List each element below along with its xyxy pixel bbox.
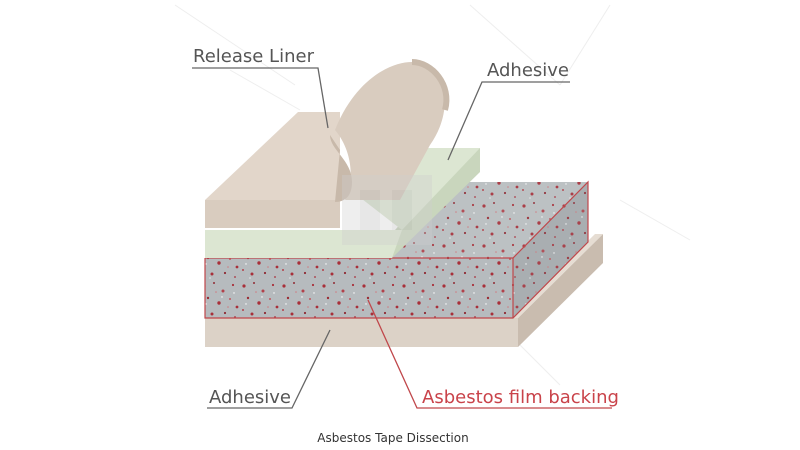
- release-liner-roll: [335, 62, 445, 200]
- release-liner-top: [205, 112, 340, 200]
- adhesive-bottom-leader: [207, 329, 331, 409]
- asbestos-film-layer: [204, 180, 589, 319]
- release-liner-label: Release Liner: [193, 46, 315, 67]
- asbestos-leader: [367, 299, 612, 409]
- leader-lines: [192, 67, 612, 409]
- asbestos-label: Asbestos film backing: [422, 387, 619, 408]
- adhesive-top-label: Adhesive: [487, 60, 569, 81]
- release-liner-leader: [192, 67, 329, 129]
- bottom-adhesive-side: [518, 234, 603, 347]
- adhesive-top-leader: [447, 81, 570, 161]
- watermark: [342, 175, 432, 245]
- adhesive-side: [392, 148, 480, 258]
- caption: Asbestos Tape Dissection: [317, 431, 468, 445]
- background-guides: [174, 4, 691, 386]
- release-liner-front: [205, 200, 340, 228]
- adhesive-front: [205, 230, 402, 258]
- release-liner: [205, 59, 450, 228]
- release-liner-curl: [330, 135, 352, 202]
- adhesive-bottom-label: Adhesive: [209, 387, 291, 408]
- bottom-adhesive-front: [205, 318, 518, 347]
